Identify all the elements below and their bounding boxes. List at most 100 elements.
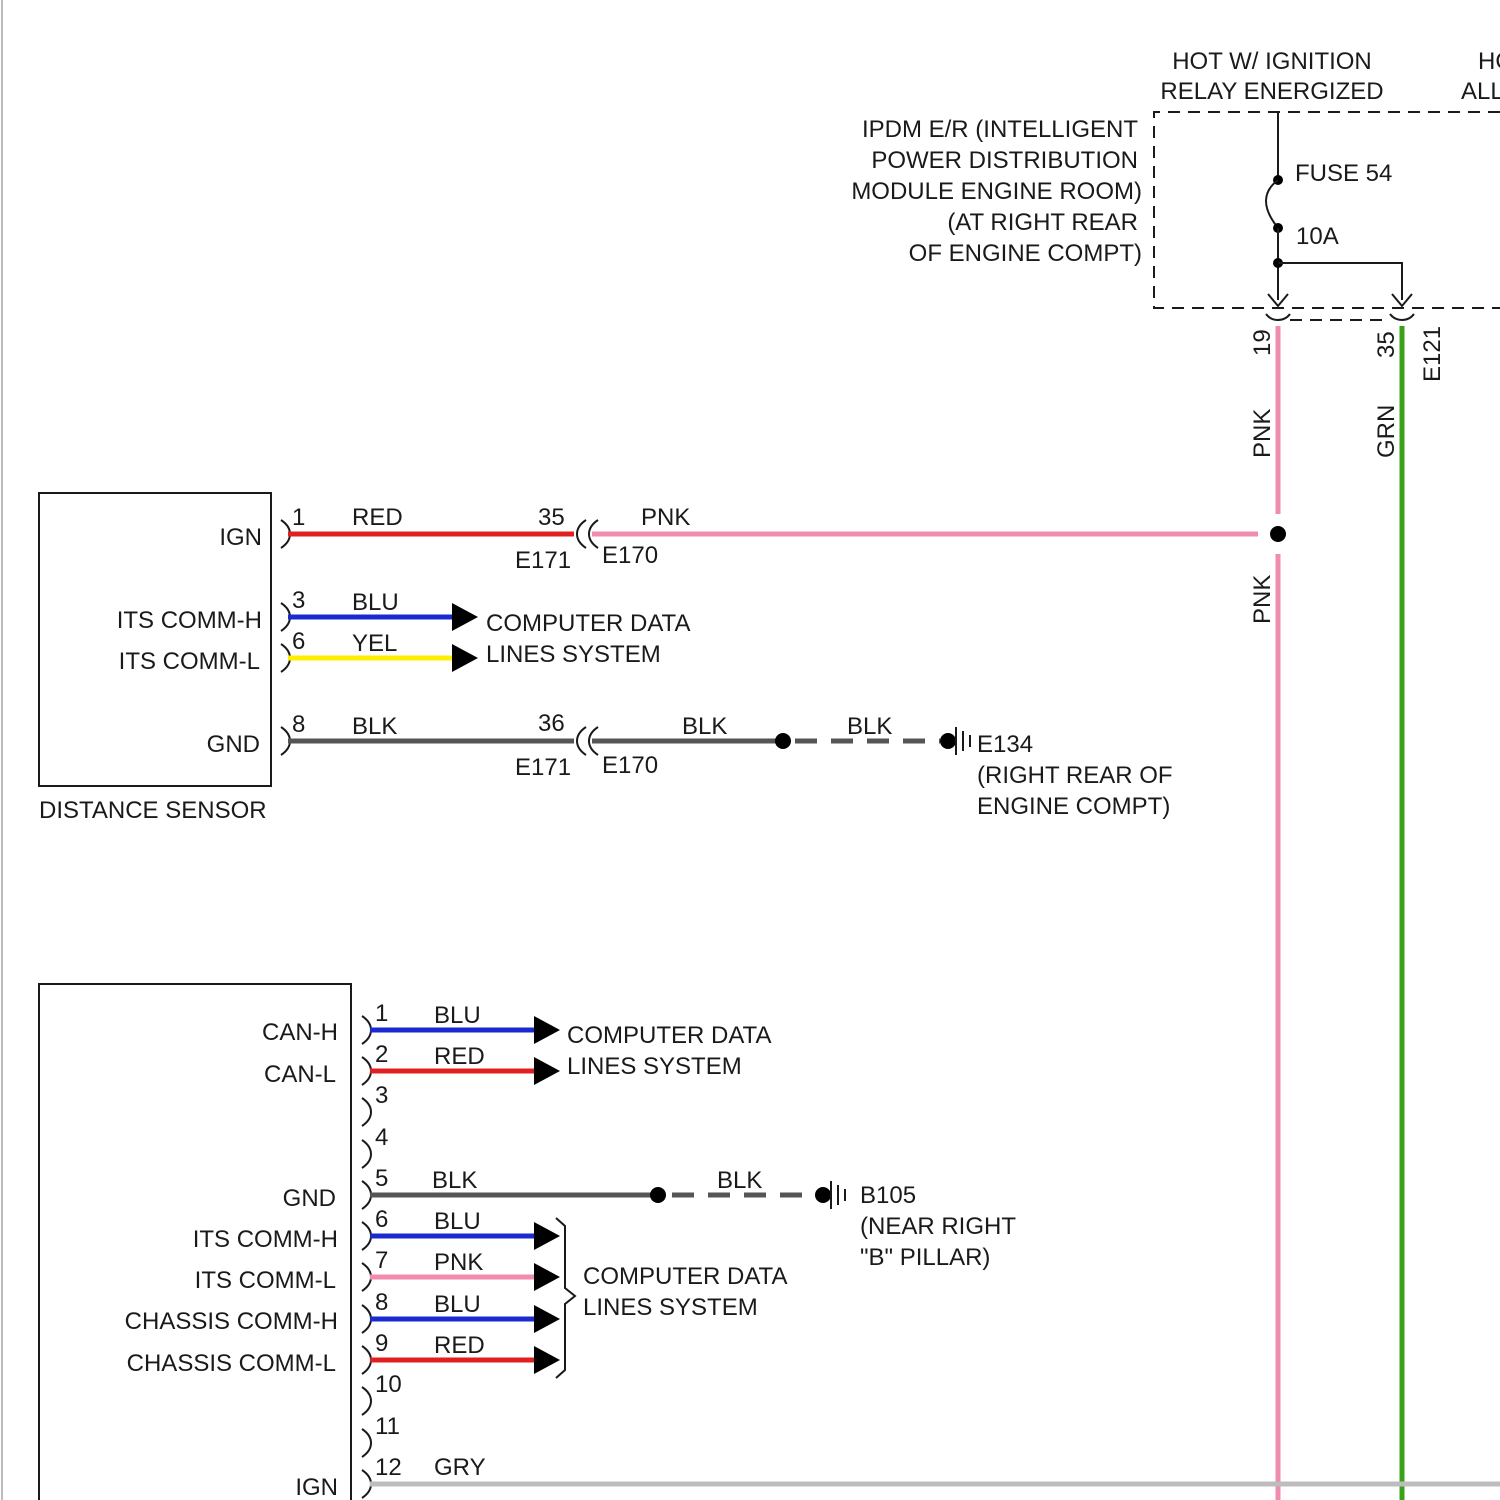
ds-data-lines-label-2: LINES SYSTEM	[486, 641, 661, 668]
ds-its-comm-h-arrow	[452, 603, 478, 631]
ds-pin-label-its-comm-h: ITS COMM-H	[117, 607, 262, 634]
m2-its-comm-h-arrow	[534, 1222, 560, 1250]
m2-pin-7-terminal	[362, 1263, 371, 1291]
ds-pin-8-number: 8	[292, 711, 305, 738]
ds-ground-loc-2: ENGINE COMPT)	[977, 793, 1170, 820]
m2-its-data-label-1: COMPUTER DATA	[583, 1263, 787, 1290]
m2-chassis-comm-h-color: BLU	[434, 1291, 481, 1318]
ds-ground-point	[940, 733, 956, 749]
pin-19-label: 19	[1249, 329, 1276, 356]
ground-symbol-icon	[831, 1181, 845, 1209]
ground-symbol-icon	[956, 727, 970, 755]
m2-pin-5-terminal	[362, 1181, 371, 1209]
m2-can-l-arrow	[534, 1057, 560, 1085]
fuse-branch	[1278, 263, 1402, 300]
ds-pin-1-number: 1	[292, 504, 305, 531]
connector-e121-19	[1266, 314, 1290, 320]
m2-its-data-label-2: LINES SYSTEM	[583, 1294, 758, 1321]
ds-its-comm-l-arrow	[452, 644, 478, 672]
m2-pin-11-number: 11	[375, 1413, 400, 1440]
m2-gnd-color: BLK	[432, 1167, 477, 1194]
m2-pin-3-terminal	[362, 1098, 371, 1126]
m2-pin-6-terminal	[362, 1222, 371, 1250]
m2-gnd-dash-color: BLK	[717, 1167, 762, 1194]
m2-pin-4-terminal	[362, 1140, 371, 1168]
ds-gnd-splice	[775, 733, 791, 749]
m2-pin-label-can-l: CAN-L	[264, 1061, 336, 1088]
pnk-wire-label-upper: PNK	[1249, 409, 1276, 458]
m2-ground-loc-1: (NEAR RIGHT	[860, 1213, 1016, 1240]
ds-pin-label-gnd: GND	[207, 731, 260, 758]
ds-gnd-far-wire-color: BLK	[682, 713, 727, 740]
m2-can-h-color: BLU	[434, 1002, 481, 1029]
m2-pin-3-number: 3	[375, 1082, 388, 1109]
ds-ign-wire-color: RED	[352, 504, 403, 531]
ds-ground-loc-1: (RIGHT REAR OF	[977, 762, 1173, 789]
ipdm-label-5: OF ENGINE COMPT)	[909, 240, 1142, 267]
m2-pin-9-number: 9	[375, 1330, 388, 1357]
m2-pin-2-number: 2	[375, 1041, 388, 1068]
hot-all-label-1: HO	[1478, 48, 1500, 75]
ds-gnd-conn-male-label: E171	[515, 754, 571, 781]
m2-ground-id: B105	[860, 1182, 916, 1209]
power-section: HOT W/ IGNITION RELAY ENERGIZED HO ALL I…	[851, 48, 1500, 1500]
m2-pin-label-chassis-comm-l: CHASSIS COMM-L	[127, 1350, 336, 1377]
m2-can-data-label-1: COMPUTER DATA	[567, 1022, 771, 1049]
m2-pin-7-number: 7	[375, 1247, 388, 1274]
ipdm-label-1: IPDM E/R (INTELLIGENT	[862, 116, 1138, 143]
pnk-splice	[1270, 526, 1286, 542]
ds-ground-id: E134	[977, 731, 1033, 758]
m2-can-h-arrow	[534, 1016, 560, 1044]
connector-e121-label: E121	[1419, 326, 1446, 382]
ipdm-label-4: (AT RIGHT REAR	[947, 209, 1138, 236]
ds-pin-label-ign: IGN	[219, 524, 262, 551]
module-2: CAN-H CAN-L GND ITS COMM-H ITS COMM-L CH…	[39, 984, 1500, 1500]
ds-gnd-conn-pin: 36	[538, 710, 565, 737]
m2-pin-label-its-comm-h: ITS COMM-H	[193, 1226, 338, 1253]
m2-can-l-color: RED	[434, 1043, 485, 1070]
fuse-rating: 10A	[1296, 223, 1339, 250]
ds-gnd-connector-male	[577, 727, 586, 755]
m2-ground-loc-2: "B" PILLAR)	[860, 1244, 990, 1271]
ipdm-label-3: MODULE ENGINE ROOM)	[851, 178, 1142, 205]
m2-pin-label-ign: IGN	[295, 1474, 338, 1500]
ds-pin-label-its-comm-l: ITS COMM-L	[119, 648, 260, 675]
m2-pin-label-chassis-comm-h: CHASSIS COMM-H	[125, 1308, 338, 1335]
m2-pin-10-number: 10	[375, 1371, 402, 1398]
m2-pin-2-terminal	[362, 1057, 371, 1085]
ds-gnd-wire-color: BLK	[352, 713, 397, 740]
m2-pin-label-its-comm-l: ITS COMM-L	[195, 1267, 336, 1294]
ds-ign-conn-male-label: E171	[515, 547, 571, 574]
m2-pin-12-number: 12	[375, 1454, 402, 1481]
m2-chassis-comm-h-arrow	[534, 1305, 560, 1333]
m2-ign-color: GRY	[434, 1454, 486, 1481]
ds-pin-6-number: 6	[292, 628, 305, 655]
m2-pin-10-terminal	[362, 1387, 371, 1415]
m2-pin-8-terminal	[362, 1305, 371, 1333]
hot-ignition-label-1: HOT W/ IGNITION	[1172, 48, 1372, 75]
m2-pin-1-number: 1	[375, 1000, 388, 1027]
m2-pin-4-number: 4	[375, 1124, 388, 1151]
m2-pin-8-number: 8	[375, 1289, 388, 1316]
ds-gnd-dash-color: BLK	[847, 713, 892, 740]
m2-pin-11-terminal	[362, 1429, 371, 1457]
ds-ign-far-wire-color: PNK	[641, 504, 690, 531]
m2-gnd-splice	[650, 1187, 666, 1203]
m2-pin-12-terminal	[362, 1470, 371, 1498]
m2-its-comm-l-color: PNK	[434, 1249, 483, 1276]
ds-pin-3-number: 3	[292, 587, 305, 614]
ds-data-lines-label-1: COMPUTER DATA	[486, 610, 690, 637]
hot-all-label-2: ALL	[1461, 78, 1500, 105]
m2-pin-label-gnd: GND	[283, 1185, 336, 1212]
fuse-element	[1266, 180, 1278, 228]
m2-pin-label-can-h: CAN-H	[262, 1019, 338, 1046]
ds-gnd-conn-female-label: E170	[602, 752, 658, 779]
distance-sensor-title: DISTANCE SENSOR	[39, 797, 267, 824]
m2-chassis-comm-l-color: RED	[434, 1332, 485, 1359]
m2-ground-point	[815, 1187, 831, 1203]
ds-ign-conn-pin: 35	[538, 504, 565, 531]
hot-ignition-label-2: RELAY ENERGIZED	[1160, 78, 1383, 105]
m2-pin-6-number: 6	[375, 1206, 388, 1233]
ds-its-comm-h-color: BLU	[352, 589, 399, 616]
